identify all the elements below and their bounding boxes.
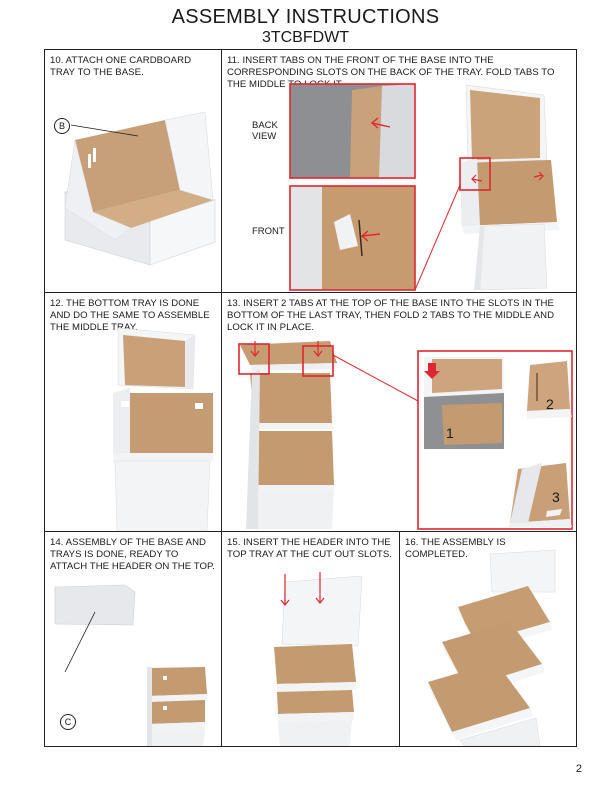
detail-number-1: 1 [446,425,454,441]
part-c-callout: C [60,714,76,730]
step-10-cell: 10. ATTACH ONE CARDBOARD TRAY TO THE BAS… [45,50,222,293]
front-label: FRONT [252,226,285,237]
step-13-cell: 13. INSERT 2 TABS AT THE TOP OF THE BASE… [222,293,577,532]
step-10-text: 10. ATTACH ONE CARDBOARD TRAY TO THE BAS… [50,55,192,78]
back-view-label: BACK VIEW [252,120,278,142]
part-b-callout: B [54,118,70,134]
step-11-illustration [289,83,560,291]
step-15-illustration [274,572,363,746]
step-16-illustration [428,549,556,746]
step-12-illustration [113,327,213,531]
step-10-illustration [63,111,217,266]
detail-number-3: 3 [552,489,560,505]
step-15-text: 15. INSERT THE HEADER INTO THE TOP TRAY … [227,537,392,560]
step-14-illustration [54,584,207,746]
part-c-label: C [64,717,72,727]
step-12-cell: 12. THE BOTTOM TRAY IS DONE AND DO THE S… [45,293,222,532]
step-15-cell: 15. INSERT THE HEADER INTO THE TOP TRAY … [222,532,400,746]
part-b-label: B [58,121,65,131]
step-13-illustration [238,341,573,530]
detail-number-2: 2 [546,396,554,412]
model-number: 3TCBFDWT [261,29,350,46]
step-11-text: 11. INSERT TABS ON THE FRONT OF THE BASE… [227,55,555,90]
page-title: ASSEMBLY INSTRUCTIONS [171,6,440,28]
instruction-grid: 10. ATTACH ONE CARDBOARD TRAY TO THE BAS… [44,49,577,747]
step-13-text: 13. INSERT 2 TABS AT THE TOP OF THE BASE… [227,298,555,333]
step-14-text: 14. ASSEMBLY OF THE BASE AND TRAYS IS DO… [50,537,215,572]
step-16-text: 16. THE ASSEMBLY IS COMPLETED. [405,537,506,560]
step-12-text: 12. THE BOTTOM TRAY IS DONE AND DO THE S… [50,298,210,333]
step-14-cell: 14. ASSEMBLY OF THE BASE AND TRAYS IS DO… [45,532,222,746]
step-16-cell: 16. THE ASSEMBLY IS COMPLETED. [400,532,577,746]
page-number: 2 [575,763,582,775]
step-11-cell: 11. INSERT TABS ON THE FRONT OF THE BASE… [222,50,577,293]
